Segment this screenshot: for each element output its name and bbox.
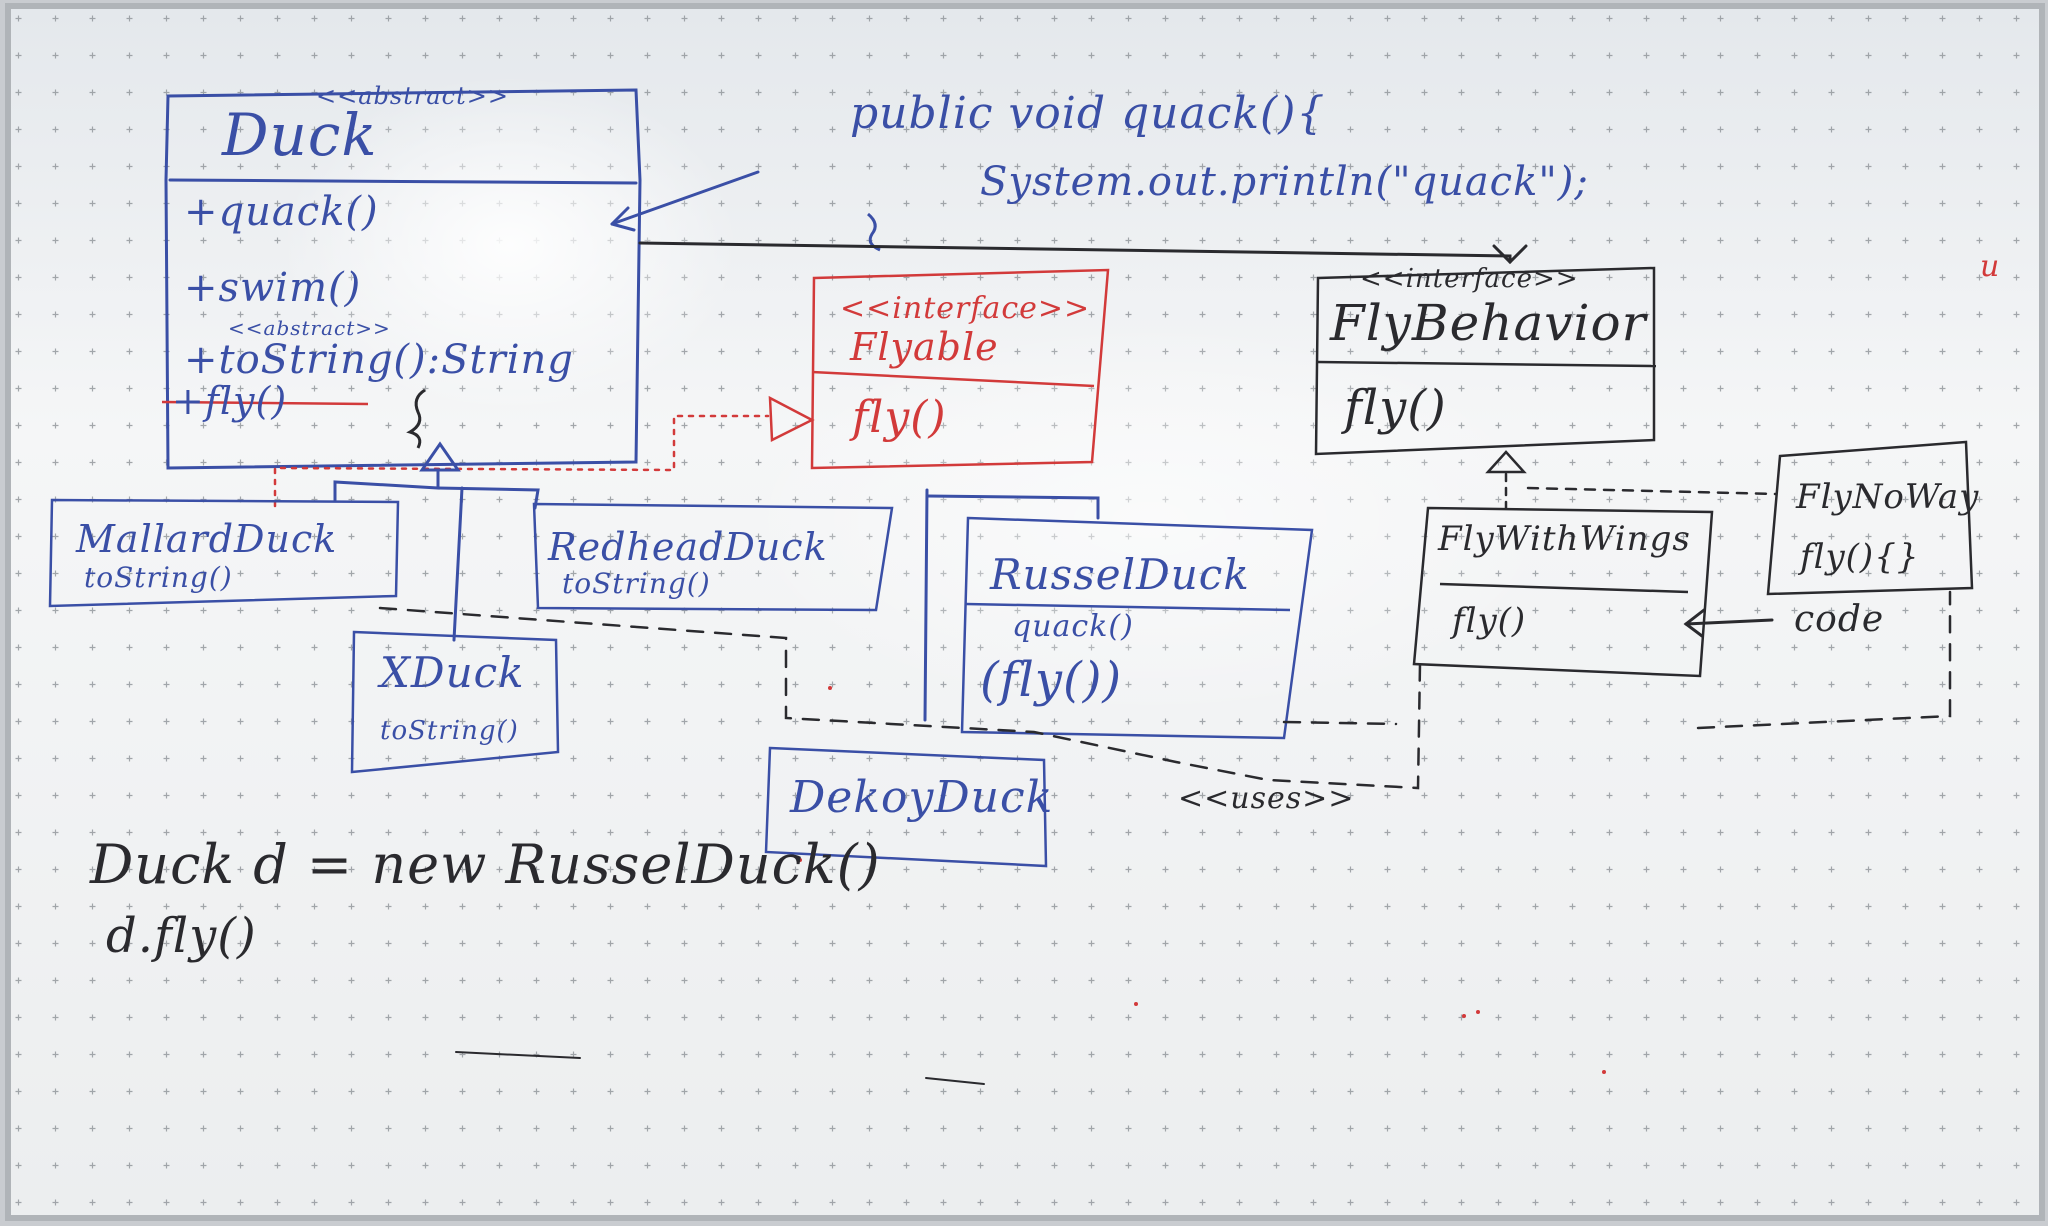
black-smudges (455, 1051, 985, 1085)
stray-mark: u (1980, 249, 2001, 284)
code-note-line2: System.out.println("quack"); (980, 159, 1589, 205)
duck-flybehavior-association (638, 241, 1528, 265)
duck-class-name: Duck (222, 101, 378, 169)
duck-method-quack: +quack() (184, 189, 379, 235)
mallard-method: toString() (84, 561, 233, 594)
light-glare-2 (730, 320, 1570, 720)
fly-strikethrough (161, 400, 369, 406)
russel-method-fly: (fly()) (980, 652, 1123, 708)
code-arrow (1683, 608, 1774, 638)
flynoway-name: FlyNoWay (1796, 477, 1980, 517)
xduck-name: XDuck (380, 648, 525, 697)
flybehavior-stereotype: <<interface>> (1360, 264, 1579, 294)
redhead-class-box (532, 502, 894, 612)
flywithwings-class-box (1412, 506, 1714, 678)
duck-method-swim: +swim() (184, 265, 362, 311)
flyable-method: fly() (852, 392, 947, 443)
duck-class-box (164, 88, 642, 470)
board-frame (5, 3, 2045, 1221)
duck-method-fly: +fly() (172, 379, 288, 423)
code-label: code (1794, 599, 1885, 640)
light-glare (280, 75, 740, 415)
duck-tostring-stereotype: <<abstract>> (228, 316, 391, 340)
uses-label: <<uses>> (1178, 781, 1355, 816)
code-note-arrow (610, 170, 760, 232)
flywithwings-name: FlyWithWings (1438, 519, 1691, 559)
flybehavior-name: FlyBehavior (1330, 294, 1647, 352)
flybehavior-realization (1485, 450, 1778, 510)
redhead-name: RedheadDuck (548, 525, 828, 569)
russel-name: RusselDuck (990, 550, 1250, 599)
duck-method-tostring: +toString():String (184, 337, 574, 383)
flynoway-method: fly(){} (1800, 537, 1920, 577)
fly-brace (406, 388, 426, 449)
redhead-method: toString() (562, 567, 711, 600)
flywithwings-method: fly() (1452, 601, 1527, 641)
generalization-tree (333, 441, 1100, 722)
flyable-realization (273, 395, 815, 508)
dekoyduck-class-box (764, 746, 1048, 868)
flyable-stereotype: <<interface>> (840, 291, 1091, 326)
russel-method-quack: quack() (1012, 609, 1134, 644)
flybehavior-method: fly() (1344, 380, 1447, 436)
flyable-interface-box (810, 268, 1110, 470)
mallard-name: MallardDuck (76, 517, 338, 561)
bottom-code-line2: d.fly() (106, 908, 257, 964)
red-specks (798, 686, 1606, 1074)
xduck-method: toString() (380, 716, 519, 746)
duck-stereotype: <<abstract>> (316, 82, 509, 110)
code-note-line1: public void quack(){ (850, 88, 1326, 139)
russelduck-class-box (960, 516, 1314, 740)
mallard-class-box (48, 498, 400, 608)
decoy-name: DekoyDuck (790, 772, 1054, 823)
flybehavior-interface-box (1314, 266, 1657, 456)
flyable-name: Flyable (850, 325, 999, 369)
bottom-code-line1: Duck d = new RusselDuck() (90, 833, 881, 896)
xduck-class-box (350, 630, 560, 774)
uses-dependencies (378, 590, 1952, 790)
flynoway-class-box (1766, 440, 1974, 596)
